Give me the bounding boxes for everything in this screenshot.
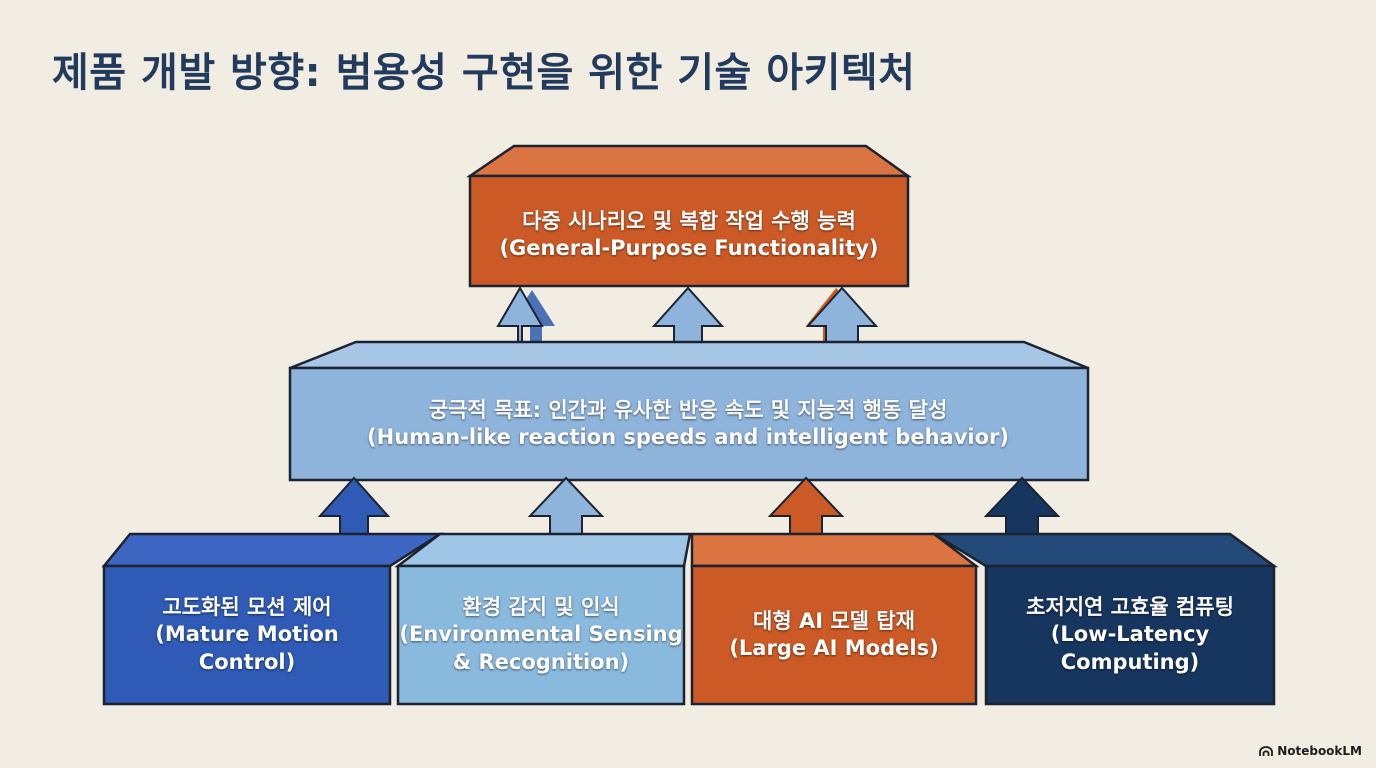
top-box-top-face xyxy=(465,144,912,178)
page-title: 제품 개발 방향: 범용성 구현을 위한 기술 아키텍처 xyxy=(52,50,916,96)
bottom-box-title: 환경 감지 및 인식 xyxy=(462,595,620,620)
bottom-box-motion-control xyxy=(101,532,445,706)
bottom-box-1-label: 고도화된 모션 제어 (Mature Motion Control) xyxy=(104,566,390,704)
bottom-box-3-label: 대형 AI 모델 탑재 (Large AI Models) xyxy=(692,566,976,704)
brand-watermark: NotebookLM xyxy=(1259,744,1362,758)
middle-box-top-face xyxy=(289,340,1089,370)
bottom-box-subtitle: (Large AI Models) xyxy=(729,636,939,660)
bottom-box-subtitle: (Environmental Sensing xyxy=(399,622,683,647)
bottom-box-subtitle: (Mature Motion Control) xyxy=(155,622,339,674)
middle-box-label: 궁극적 목표: 인간과 유사한 반응 속도 및 지능적 행동 달성 (Human… xyxy=(290,368,1086,480)
top-box-title: 다중 시나리오 및 복합 작업 수행 능력 xyxy=(522,208,856,233)
top-box-front-face xyxy=(468,174,910,288)
notebooklm-logo-icon xyxy=(1259,745,1274,756)
bottom-box-subtitle-2: Computing) xyxy=(1060,649,1200,674)
brand-name: NotebookLM xyxy=(1277,744,1362,758)
bottom-box-subtitle-2: & Recognition) xyxy=(452,649,630,674)
top-box-subtitle: (General-Purpose Functionality) xyxy=(499,236,879,260)
bottom-box-computing xyxy=(929,532,1278,706)
middle-box-front-face xyxy=(288,366,1090,482)
middle-box xyxy=(288,340,1090,482)
bottom-box-2-label: 환경 감지 및 인식 (Environmental Sensing & Reco… xyxy=(398,566,684,704)
middle-box-subtitle: (Human-like reaction speeds and intellig… xyxy=(367,425,1009,449)
bottom-box-ai-models xyxy=(690,532,980,706)
top-box-label: 다중 시나리오 및 복합 작업 수행 능력 (General-Purpose F… xyxy=(470,186,908,284)
top-box xyxy=(465,144,912,288)
bottom-box-subtitle: (Low-Latency xyxy=(1050,622,1210,647)
bottom-box-4-label: 초저지연 고효율 컴퓨팅 (Low-Latency Computing) xyxy=(986,566,1274,704)
middle-box-title: 궁극적 목표: 인간과 유사한 반응 속도 및 지능적 행동 달성 xyxy=(428,397,948,422)
bottom-box-title: 대형 AI 모델 탑재 xyxy=(753,608,915,633)
bottom-box-title: 고도화된 모션 제어 xyxy=(162,595,332,620)
bottom-box-sensing xyxy=(394,532,692,706)
bottom-box-title: 초저지연 고효율 컴퓨팅 xyxy=(1026,595,1234,620)
